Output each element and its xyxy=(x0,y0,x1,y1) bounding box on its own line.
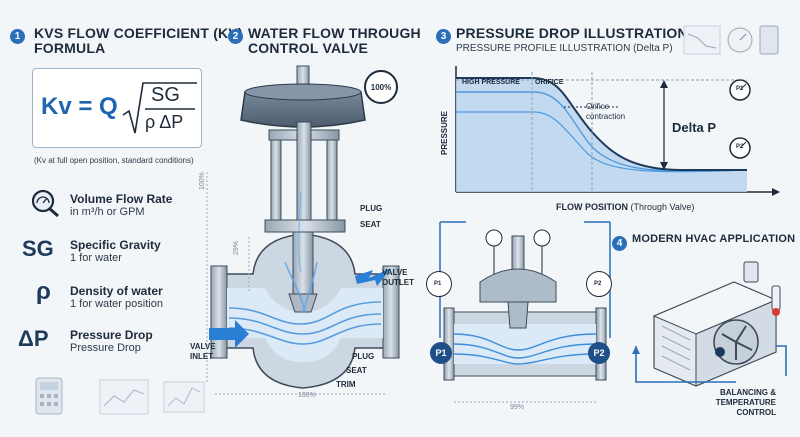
bottom-dim-99-label: 99% xyxy=(510,404,525,411)
y-axis-label: PRESSURE xyxy=(440,110,449,155)
section-4-number-wrap: 4 xyxy=(612,233,627,251)
pressure-valve-cross-section xyxy=(439,221,611,403)
high-pressure-label: HIGH PRESSURE xyxy=(462,79,520,86)
formula-box: Kv = Q SG ρ ΔP xyxy=(32,68,202,148)
rho-symbol: ρ xyxy=(36,278,51,305)
section-1-title: KVS FLOW COEFFICIENT (Kv) FORMULA xyxy=(34,25,243,56)
pressure-profile-chart xyxy=(455,66,780,196)
formula-note: (Kv at full open position, standard cond… xyxy=(34,156,194,165)
decorative-tools-icon xyxy=(35,377,205,415)
item-volume-flow: Volume Flow Rate in m³/h or GPM xyxy=(70,192,173,218)
plug-bottom-label: PLUG xyxy=(352,352,375,361)
delta-p-symbol: ΔP xyxy=(18,326,49,351)
p2-gauge-icon xyxy=(729,137,751,159)
p2-outlet-gauge-label: P2 xyxy=(594,281,602,287)
decorative-header-icons xyxy=(683,25,779,55)
bottom-dim-label: 100% xyxy=(298,392,316,399)
section-number: 3 xyxy=(436,29,451,44)
p1-small-label: P1 xyxy=(736,86,744,92)
hvac-caption: BALANCING & TEMPERATURE CONTROL xyxy=(715,388,776,417)
sqrt-symbol-icon xyxy=(122,82,197,134)
item-pressure-drop: Pressure Drop Pressure Drop xyxy=(70,328,153,354)
valve-inlet-label: VALVE INLET xyxy=(190,342,216,361)
section-3-subtitle: PRESSURE PROFILE ILLUSTRATION (Delta P) xyxy=(456,43,673,54)
magnifier-gauge-icon xyxy=(28,188,64,218)
plug-top-label: PLUG xyxy=(360,204,383,213)
sg-symbol: SG xyxy=(22,236,54,261)
p1-circle-badge: P1 xyxy=(430,342,452,364)
p1-inlet-gauge-label: P1 xyxy=(434,281,442,287)
open-percent-badge: 100% xyxy=(364,70,398,104)
orifice-contraction-label: Orifice contraction xyxy=(586,102,626,121)
p1-inlet-gauge-icon xyxy=(426,271,452,297)
item-density: Density of water 1 for water position xyxy=(70,284,163,310)
seat-bottom-label: SEAT xyxy=(346,366,367,375)
seat-top-label: SEAT xyxy=(360,220,381,229)
item-specific-gravity: Specific Gravity 1 for water xyxy=(70,238,161,264)
p1-gauge-icon xyxy=(729,79,751,101)
formula-lhs: Kv = Q xyxy=(41,93,118,120)
dim-29-label: 29% xyxy=(233,240,240,255)
section-4-title: MODERN HVAC APPLICATION xyxy=(632,233,796,245)
p2-circle-badge: P2 xyxy=(588,342,610,364)
hvac-unit-illustration xyxy=(632,261,787,387)
formula-numerator: SG xyxy=(151,84,180,106)
section-number: 4 xyxy=(612,236,627,251)
dim-100-label: 100% xyxy=(199,172,206,190)
section-1-header: 1 xyxy=(10,26,25,44)
formula-denominator: ρ ΔP xyxy=(145,112,184,132)
section-3-number-wrap: 3 xyxy=(436,26,451,44)
delta-p-label: Delta P xyxy=(672,120,717,135)
section-2-title: WATER FLOW THROUGH CONTROL VALVE xyxy=(248,25,421,56)
section-number: 1 xyxy=(10,29,25,44)
x-axis-label: FLOW POSITION (Through Valve) xyxy=(556,202,695,212)
valve-outlet-label: VALVE OUTLET xyxy=(382,268,414,287)
orifice-label: ORIFICE xyxy=(535,79,564,86)
section-3-title: PRESSURE DROP ILLUSTRATION xyxy=(456,25,688,41)
section-2-number-wrap: 2 xyxy=(228,26,243,44)
trim-label: TRIM xyxy=(336,380,356,389)
p2-small-label: P2 xyxy=(736,144,744,150)
control-valve-illustration xyxy=(206,65,400,395)
p2-outlet-gauge-icon xyxy=(586,271,612,297)
section-number: 2 xyxy=(228,29,243,44)
